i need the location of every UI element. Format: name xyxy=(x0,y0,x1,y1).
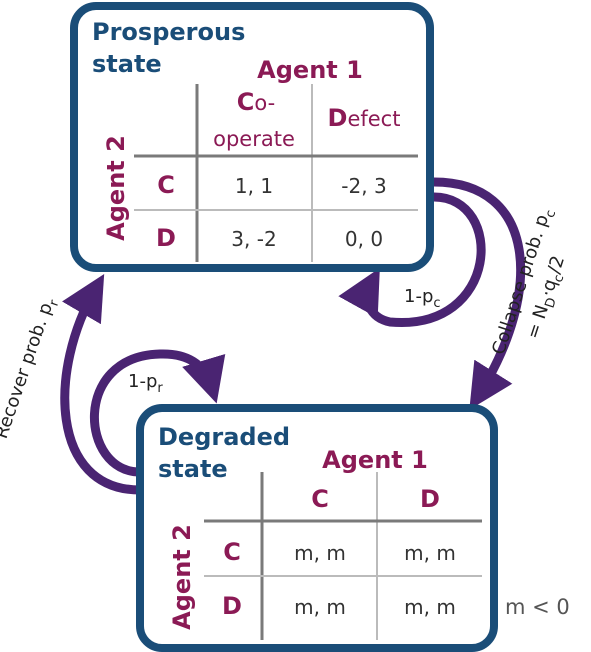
stay-prosperous-label: 1-pc xyxy=(404,286,441,311)
col-header-d: D xyxy=(420,485,440,513)
col-header-c: C xyxy=(311,485,329,513)
prosperous-agent1-label: Agent 1 xyxy=(257,56,363,84)
col-header-defect: Defect xyxy=(328,104,401,132)
payoff-cell: m, m xyxy=(404,595,456,619)
payoff-cell: 3, -2 xyxy=(231,227,276,251)
degraded-title-line2: state xyxy=(158,455,228,483)
degraded-agent1-label: Agent 1 xyxy=(322,446,428,474)
row-header-d: D xyxy=(222,592,242,620)
payoff-cell: 0, 0 xyxy=(345,227,383,251)
stay-degraded-label: 1-pr xyxy=(128,371,163,396)
degraded-state-box: Degraded state Agent 1 Agent 2 C D C D m… xyxy=(136,404,498,652)
payoff-cell: m, m xyxy=(294,595,346,619)
prosperous-agent2-label: Agent 2 xyxy=(102,135,130,241)
recover-arrow xyxy=(60,274,141,495)
self-loop-prosperous-arrow xyxy=(338,192,486,327)
row-header-c: C xyxy=(223,538,241,566)
row-header-c: C xyxy=(157,171,175,199)
self-loop-degraded-arrow xyxy=(89,349,226,477)
col-header-cooperate-line2: operate xyxy=(213,127,295,151)
payoff-cell: m, m xyxy=(294,541,346,565)
payoff-cell: 1, 1 xyxy=(235,174,273,198)
degraded-agent2-label: Agent 2 xyxy=(168,524,196,630)
payoff-note: m < 0 xyxy=(505,595,570,619)
recover-label: Recover prob. pr xyxy=(0,294,63,442)
prosperous-title-line2: state xyxy=(92,50,162,78)
degraded-title: Degraded xyxy=(158,423,290,451)
payoff-cell: m, m xyxy=(404,541,456,565)
collapse-arrow xyxy=(433,177,526,410)
prosperous-title: Prosperous xyxy=(92,18,245,46)
col-header-cooperate: Co- xyxy=(237,88,275,116)
prosperous-state-box: Prosperous state Agent 1 Agent 2 Co- ope… xyxy=(70,2,434,272)
payoff-cell: -2, 3 xyxy=(341,174,386,198)
transition-arrows xyxy=(60,177,526,495)
row-header-d: D xyxy=(156,224,176,252)
